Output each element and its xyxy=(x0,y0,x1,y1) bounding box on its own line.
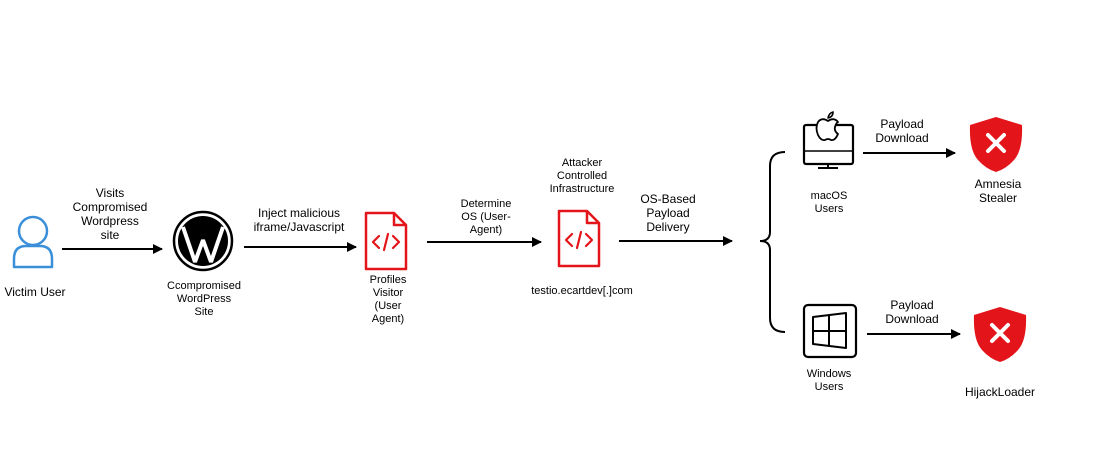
edge-label-delivery: OS-Based Payload Delivery xyxy=(640,192,696,234)
apple-monitor-icon xyxy=(802,111,855,169)
shield-x-icon xyxy=(973,307,1027,362)
edge-label-payload-win: Payload Download xyxy=(885,298,939,326)
code-file-icon xyxy=(557,209,601,268)
windows-users-label: Windows Users xyxy=(806,368,852,393)
edge-label-determine: Determine OS (User- Agent) xyxy=(460,198,512,236)
victim-user-label: Victim User xyxy=(4,285,66,299)
profiler-label: Profiles Visitor (User Agent) xyxy=(369,274,407,325)
edge-label-payload-mac: Payload Download xyxy=(875,117,929,145)
macos-users-label: macOS Users xyxy=(810,190,848,215)
user-icon xyxy=(12,215,54,269)
attacker-domain-label: testio.ecartdev[.]com xyxy=(531,285,633,297)
windows-logo-icon xyxy=(802,303,858,359)
amnesia-stealer-label: Amnesia Stealer xyxy=(974,177,1022,205)
attacker-infrastructure-label: Attacker Controlled Infrastructure xyxy=(549,157,615,195)
edge-label-visits: Visits Compromised Wordpress site xyxy=(72,186,148,242)
branch-bracket xyxy=(759,151,786,333)
shield-x-icon xyxy=(969,117,1023,172)
wordpress-logo-icon xyxy=(172,210,234,272)
wordpress-site-label: Ccompromised WordPress Site xyxy=(167,280,241,318)
edge-label-inject: Inject malicious iframe/Javascript xyxy=(253,206,345,234)
code-file-icon xyxy=(364,211,408,271)
hijackloader-label: HijackLoader xyxy=(964,385,1036,399)
